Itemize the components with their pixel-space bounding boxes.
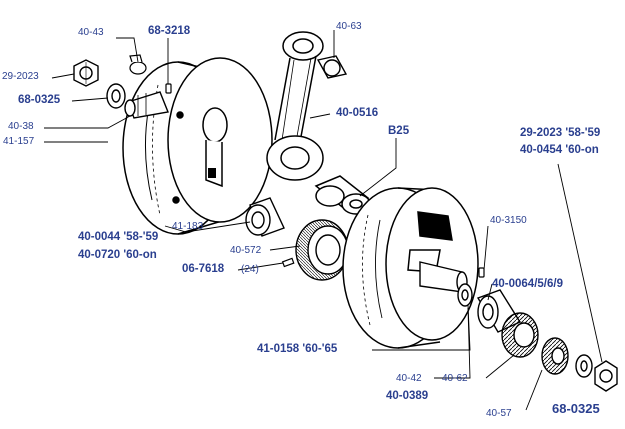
label-06-7618: 06-7618 [182, 263, 225, 275]
label-40-3150: 40-3150 [490, 215, 527, 226]
label-29-2023-left: 29-2023 [2, 71, 39, 82]
label-41-183: 41-183 [172, 221, 204, 232]
label-41-0158: 41-0158 '60-'65 [257, 343, 338, 355]
label-40-0454: 40-0454 '60-on [520, 144, 599, 156]
roller-bearing [295, 219, 349, 281]
crank-pin [314, 175, 371, 215]
label-40-38: 40-38 [8, 121, 34, 132]
woodruff-key [165, 83, 172, 94]
label-68-3218: 68-3218 [148, 25, 191, 37]
label-40-0044: 40-0044 '58-'59 [78, 231, 159, 243]
label-40-0720: 40-0720 '60-on [78, 249, 157, 261]
right-flywheel [342, 187, 479, 349]
label-40-62: 40-62 [442, 373, 468, 384]
label-40-42: 40-42 [396, 373, 422, 384]
thrust-washer [457, 283, 473, 307]
timing-pinion [541, 337, 569, 375]
label-29-2023-58-59: 29-2023 '58-'59 [520, 127, 601, 139]
worm-gear [501, 312, 539, 358]
leader-lines [44, 30, 603, 411]
label-40-572: 40-572 [230, 245, 262, 256]
timing-side-bush [245, 197, 285, 237]
small-end-bush [316, 55, 348, 79]
left-nut [73, 59, 99, 87]
tab-washer-left [106, 83, 126, 109]
label-40-63: 40-63 [336, 21, 362, 32]
label-40-0389: 40-0389 [386, 390, 429, 402]
label-68-0325-top: 68-0325 [18, 94, 61, 106]
label-40-43: 40-43 [78, 27, 104, 38]
label-41-157: 41-157 [3, 136, 35, 147]
connecting-rod [266, 31, 324, 181]
label-40-0516: 40-0516 [336, 107, 379, 119]
left-flywheel [122, 57, 273, 235]
label-40-0064: 40-0064/5/6/9 [492, 278, 563, 290]
label-b25: B25 [388, 125, 410, 137]
label-quantity-24: (24) [241, 264, 259, 275]
timing-key [478, 267, 485, 278]
lock-tab-washer [129, 54, 147, 75]
label-68-0325-bottom: 68-0325 [552, 401, 600, 416]
tab-washer-right [575, 354, 593, 378]
label-40-57: 40-57 [486, 408, 512, 419]
bearing-roller [281, 257, 295, 268]
right-nut [594, 360, 618, 392]
